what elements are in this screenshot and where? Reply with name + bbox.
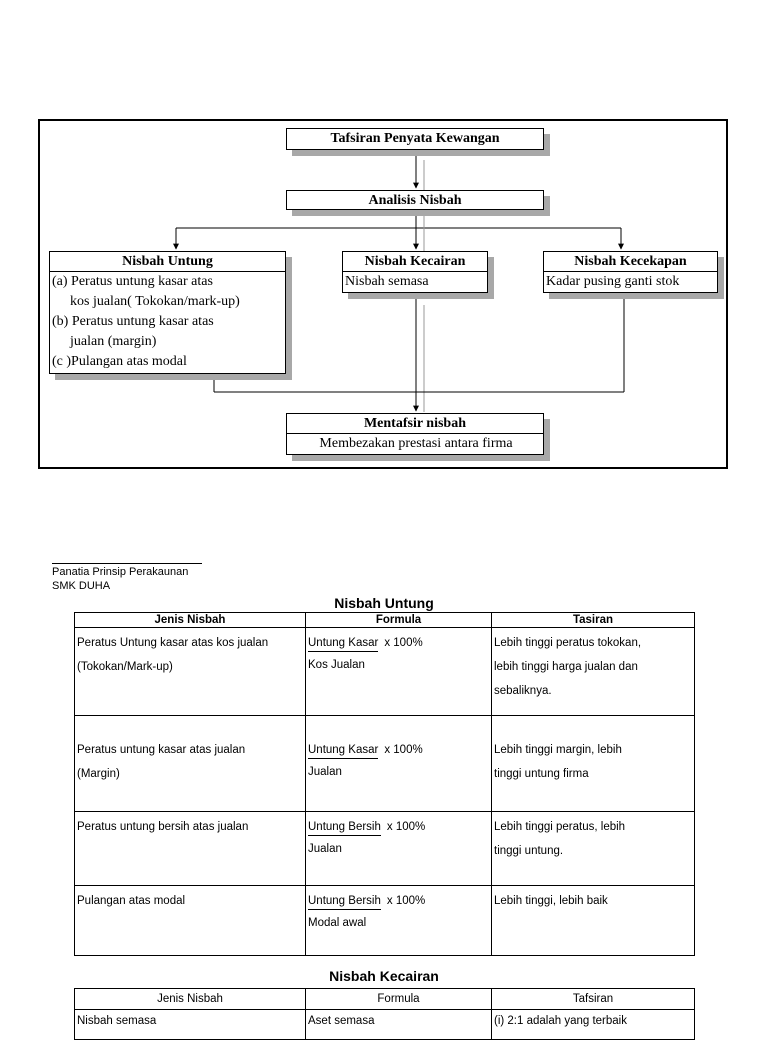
ratio-analysis-diagram bbox=[38, 119, 728, 469]
top-box: Tafsiran Penyata Kewangan bbox=[286, 128, 544, 150]
cell-formula: Aset semasa bbox=[305, 1009, 492, 1040]
profit-ratio-line: (a) Peratus untung kasar atas bbox=[52, 274, 213, 289]
formula-numerator: Untung Bersih bbox=[308, 893, 381, 910]
profit-ratio-line: kos jualan( Tokokan/mark-up) bbox=[70, 294, 240, 309]
header-formula: Formula bbox=[305, 612, 492, 628]
header-formula: Formula bbox=[305, 988, 492, 1010]
cell-text: (Margin) bbox=[77, 768, 120, 780]
cell-text: Lebih tinggi peratus, lebih bbox=[494, 821, 626, 833]
liquidity-ratio-line: Nisbah semasa bbox=[345, 274, 429, 289]
header-tafsiran: Tafsiran bbox=[491, 988, 695, 1010]
cell-text: Peratus untung bersih atas jualan bbox=[77, 821, 249, 833]
cell-text: tinggi untung. bbox=[494, 845, 564, 857]
cell-text: Lebih tinggi peratus tokokan, bbox=[494, 637, 642, 649]
header-tafsiran: Tasiran bbox=[491, 612, 695, 628]
profit-ratio-line: (c )Pulangan atas modal bbox=[52, 354, 187, 369]
analysis-box: Analisis Nisbah bbox=[286, 190, 544, 210]
diagram-connectors bbox=[173, 152, 625, 412]
cell-ratio-type: Pulangan atas modal bbox=[74, 885, 306, 956]
formula-numerator: Untung Kasar bbox=[308, 635, 379, 652]
formula-multiplier: x 100% bbox=[386, 895, 426, 907]
cell-formula: Untung Bersih x 100% Jualan bbox=[305, 811, 492, 886]
cell-interpretation: (i) 2:1 adalah yang terbaik bbox=[491, 1009, 695, 1040]
cell-text: Pulangan atas modal bbox=[77, 895, 186, 907]
liquidity-ratio-table: Jenis Nisbah Formula Tafsiran Nisbah sem… bbox=[74, 988, 695, 1040]
efficiency-ratio-line: Kadar pusing ganti stok bbox=[546, 274, 680, 289]
cell-ratio-type: Peratus untung bersih atas jualan bbox=[74, 811, 306, 886]
cell-interpretation: Lebih tinggi, lebih baik bbox=[491, 885, 695, 956]
table-row: Peratus untung bersih atas jualan Untung… bbox=[74, 811, 695, 886]
formula-denominator: Kos Jualan bbox=[308, 659, 365, 671]
liquidity-table-title: Nisbah Kecairan bbox=[329, 968, 439, 984]
cell-ratio-type: Nisbah semasa bbox=[74, 1009, 306, 1040]
cell-text: Peratus untung kasar atas jualan bbox=[77, 744, 246, 756]
interpret-title: Mentafsir nisbah bbox=[287, 414, 543, 434]
formula-numerator: Untung Bersih bbox=[308, 819, 381, 836]
header-jenis-nisbah: Jenis Nisbah bbox=[74, 612, 306, 628]
cell-formula: Untung Kasar x 100% Jualan bbox=[305, 715, 492, 812]
footer-rule bbox=[52, 563, 202, 564]
formula-multiplier: x 100% bbox=[386, 821, 426, 833]
cell-interpretation: Lebih tinggi margin, lebih tinggi untung… bbox=[491, 715, 695, 812]
efficiency-ratio-box: Nisbah Kecekapan Kadar pusing ganti stok bbox=[543, 251, 718, 293]
liquidity-ratio-title: Nisbah Kecairan bbox=[343, 252, 487, 272]
profit-ratio-title: Nisbah Untung bbox=[50, 252, 285, 272]
cell-text: lebih tinggi harga jualan dan bbox=[494, 661, 638, 673]
table-row: Peratus Untung kasar atas kos jualan (To… bbox=[74, 627, 695, 716]
cell-text: Lebih tinggi, lebih baik bbox=[494, 895, 608, 907]
formula-denominator: Jualan bbox=[308, 766, 342, 778]
footer-line-1: Panatia Prinsip Perakaunan bbox=[52, 566, 189, 578]
cell-formula: Untung Bersih x 100% Modal awal bbox=[305, 885, 492, 956]
cell-text: Peratus Untung kasar atas kos jualan bbox=[77, 637, 269, 649]
cell-ratio-type: Peratus Untung kasar atas kos jualan (To… bbox=[74, 627, 306, 716]
efficiency-ratio-title: Nisbah Kecekapan bbox=[544, 252, 717, 272]
profit-ratio-line: jualan (margin) bbox=[70, 334, 157, 349]
cell-text: tinggi untung firma bbox=[494, 768, 589, 780]
table-row: Pulangan atas modal Untung Bersih x 100% … bbox=[74, 885, 695, 956]
cell-interpretation: Lebih tinggi peratus, lebih tinggi untun… bbox=[491, 811, 695, 886]
analysis-box-title: Analisis Nisbah bbox=[368, 193, 462, 208]
cell-formula: Untung Kasar x 100% Kos Jualan bbox=[305, 627, 492, 716]
header-jenis-nisbah: Jenis Nisbah bbox=[74, 988, 306, 1010]
cell-ratio-type: Peratus untung kasar atas jualan (Margin… bbox=[74, 715, 306, 812]
cell-text: (Tokokan/Mark-up) bbox=[77, 661, 173, 673]
table-header-row: Jenis Nisbah Formula Tasiran bbox=[74, 612, 695, 628]
table-row: Nisbah semasa Aset semasa (i) 2:1 adalah… bbox=[74, 1009, 695, 1040]
cell-text: Lebih tinggi margin, lebih bbox=[494, 744, 622, 756]
formula-multiplier: x 100% bbox=[384, 637, 423, 649]
interpret-line: Membezakan prestasi antara firma bbox=[319, 436, 513, 451]
table-header-row: Jenis Nisbah Formula Tafsiran bbox=[74, 988, 695, 1010]
profit-ratio-line: (b) Peratus untung kasar atas bbox=[52, 314, 214, 329]
table-row: Peratus untung kasar atas jualan (Margin… bbox=[74, 715, 695, 812]
formula-denominator: Modal awal bbox=[308, 917, 367, 929]
top-box-title: Tafsiran Penyata Kewangan bbox=[330, 131, 500, 146]
profit-ratio-box: Nisbah Untung (a) Peratus untung kasar a… bbox=[49, 251, 286, 374]
profit-ratio-table: Jenis Nisbah Formula Tasiran Peratus Unt… bbox=[74, 612, 695, 956]
liquidity-ratio-box: Nisbah Kecairan Nisbah semasa bbox=[342, 251, 488, 293]
formula-multiplier: x 100% bbox=[384, 744, 423, 756]
footer-line-2: SMK DUHA bbox=[52, 580, 111, 592]
profit-table-title: Nisbah Untung bbox=[334, 595, 434, 611]
formula-denominator: Jualan bbox=[308, 843, 342, 855]
interpret-box: Mentafsir nisbah Membezakan prestasi ant… bbox=[286, 413, 544, 455]
cell-interpretation: Lebih tinggi peratus tokokan, lebih ting… bbox=[491, 627, 695, 716]
cell-text: sebaliknya. bbox=[494, 685, 552, 697]
formula-numerator: Untung Kasar bbox=[308, 742, 379, 759]
